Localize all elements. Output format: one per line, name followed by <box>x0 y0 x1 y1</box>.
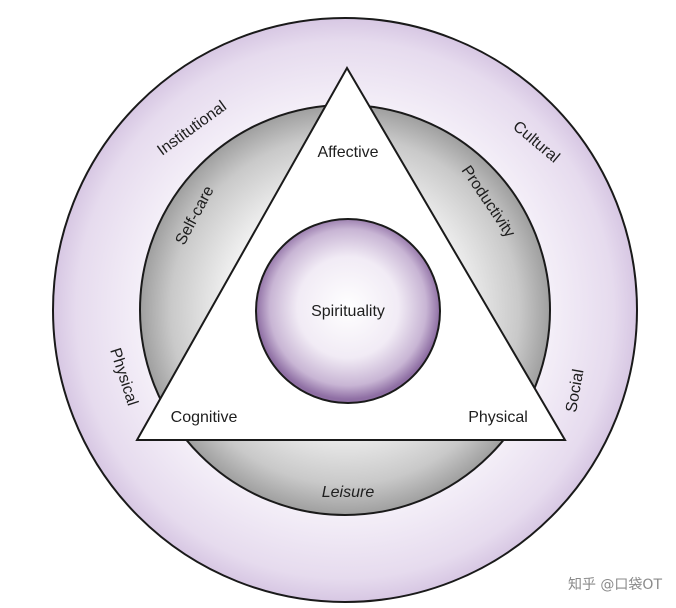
spirituality-circle <box>255 218 441 404</box>
label-cognitive: Cognitive <box>171 409 238 426</box>
label-leisure: Leisure <box>322 484 375 501</box>
label-spirituality: Spirituality <box>311 303 385 320</box>
label-affective: Affective <box>317 144 378 161</box>
watermark: 知乎 @口袋OT <box>567 577 662 593</box>
label-person-physical: Physical <box>468 409 528 426</box>
